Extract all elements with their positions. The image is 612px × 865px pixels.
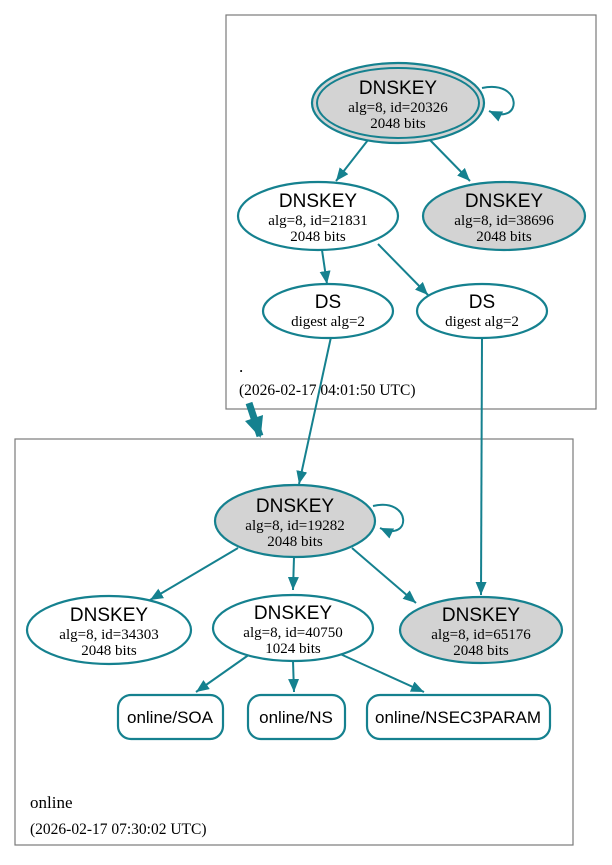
edge-ds2-dnskey65176 <box>475 336 487 596</box>
node-dnskey-21831[interactable]: DNSKEY alg=8, id=21831 2048 bits <box>236 180 400 252</box>
node-dnskey-65176[interactable]: DNSKEY alg=8, id=65176 2048 bits <box>398 595 564 665</box>
dnskey-21831-title: DNSKEY <box>279 191 357 212</box>
rrset-nsec3param-label: online/NSEC3PARAM <box>375 708 541 727</box>
edge-dnskey21831-ds2 <box>377 243 429 296</box>
dnskey-21831-ellipse <box>236 180 400 252</box>
dnskey-19282-ellipse <box>213 483 377 559</box>
dnskey-20326-outer-ellipse <box>310 61 486 145</box>
node-dnskey-20326[interactable]: DNSKEY alg=8, id=20326 2048 bits <box>310 61 486 145</box>
dnskey-65176-detail: alg=8, id=65176 <box>431 627 531 643</box>
edge-dnskey20326-dnskey38696 <box>427 137 471 182</box>
dnskey-38696-ellipse <box>421 180 587 252</box>
node-rrset-ns[interactable]: online/NS <box>246 693 347 741</box>
zone-label-root: . <box>239 357 243 376</box>
rrset-ns-label: online/NS <box>259 708 333 727</box>
node-ds-1[interactable]: DS digest alg=2 <box>261 282 395 340</box>
dnskey-20326-inner-ellipse <box>316 67 480 139</box>
dnskey-19282-bits: 2048 bits <box>267 534 323 550</box>
rrset-ns-rect <box>246 693 347 741</box>
zone-label-online: online <box>30 793 73 812</box>
ds-1-ellipse <box>261 282 395 340</box>
dnskey-40750-bits: 1024 bits <box>265 641 321 657</box>
edge-delegation-root-online <box>244 401 264 438</box>
edge-dnskey40750-nsec3param <box>337 652 425 693</box>
zone-box-online <box>14 438 574 846</box>
ds-1-title: DS <box>315 292 341 313</box>
node-dnskey-19282[interactable]: DNSKEY alg=8, id=19282 2048 bits <box>213 483 377 559</box>
dnskey-40750-ellipse <box>211 593 375 663</box>
node-rrset-soa[interactable]: online/SOA <box>116 693 225 741</box>
dnskey-21831-bits: 2048 bits <box>290 229 346 245</box>
edge-dnskey20326-dnskey21831 <box>335 139 369 182</box>
zone-timestamp-online: (2026-02-17 07:30:02 UTC) <box>30 821 207 838</box>
ds-2-ellipse <box>415 282 549 340</box>
dnskey-65176-ellipse <box>398 595 564 665</box>
edge-dnskey20326-selfsign <box>481 85 515 122</box>
dnskey-40750-title: DNSKEY <box>254 603 332 624</box>
rrset-soa-label: online/SOA <box>127 708 214 727</box>
node-dnskey-40750[interactable]: DNSKEY alg=8, id=40750 1024 bits <box>211 593 375 663</box>
dnskey-34303-title: DNSKEY <box>70 605 148 626</box>
edge-dnskey21831-ds1 <box>319 249 331 285</box>
dnskey-38696-bits: 2048 bits <box>476 229 532 245</box>
ds-2-detail: digest alg=2 <box>445 314 519 330</box>
dnskey-34303-ellipse <box>25 594 193 666</box>
dnskey-19282-detail: alg=8, id=19282 <box>245 518 344 534</box>
zone-timestamp-root: (2026-02-17 04:01:50 UTC) <box>239 382 416 399</box>
edge-dnskey19282-dnskey40750 <box>287 556 299 591</box>
dnskey-40750-detail: alg=8, id=40750 <box>243 625 342 641</box>
edge-dnskey40750-ns <box>288 660 300 693</box>
node-rrset-nsec3param[interactable]: online/NSEC3PARAM <box>365 693 552 741</box>
rrset-nsec3param-rect <box>365 693 552 741</box>
dnskey-34303-bits: 2048 bits <box>81 643 137 659</box>
edge-dnskey40750-soa <box>195 653 251 693</box>
node-ds-2[interactable]: DS digest alg=2 <box>415 282 549 340</box>
node-dnskey-38696[interactable]: DNSKEY alg=8, id=38696 2048 bits <box>421 180 587 252</box>
node-dnskey-34303[interactable]: DNSKEY alg=8, id=34303 2048 bits <box>25 594 193 666</box>
dnskey-20326-bits: 2048 bits <box>370 116 426 132</box>
dnskey-20326-detail: alg=8, id=20326 <box>348 100 448 116</box>
dnskey-38696-title: DNSKEY <box>465 191 543 212</box>
dnskey-19282-title: DNSKEY <box>256 496 334 517</box>
edge-dnskey19282-dnskey65176 <box>351 547 417 604</box>
edge-dnskey19282-selfsign <box>372 503 405 539</box>
zone-box-root <box>225 14 597 410</box>
edge-dnskey19282-dnskey34303 <box>149 547 239 601</box>
dnskey-65176-bits: 2048 bits <box>453 643 509 659</box>
dnskey-38696-detail: alg=8, id=38696 <box>454 213 554 229</box>
rrset-soa-rect <box>116 693 225 741</box>
ds-1-detail: digest alg=2 <box>291 314 365 330</box>
ds-2-title: DS <box>469 292 495 313</box>
dnskey-34303-detail: alg=8, id=34303 <box>59 627 158 643</box>
dnskey-65176-title: DNSKEY <box>442 605 520 626</box>
dnskey-20326-title: DNSKEY <box>359 78 437 99</box>
edge-ds1-dnskey19282 <box>296 336 332 485</box>
dnskey-21831-detail: alg=8, id=21831 <box>268 213 367 229</box>
